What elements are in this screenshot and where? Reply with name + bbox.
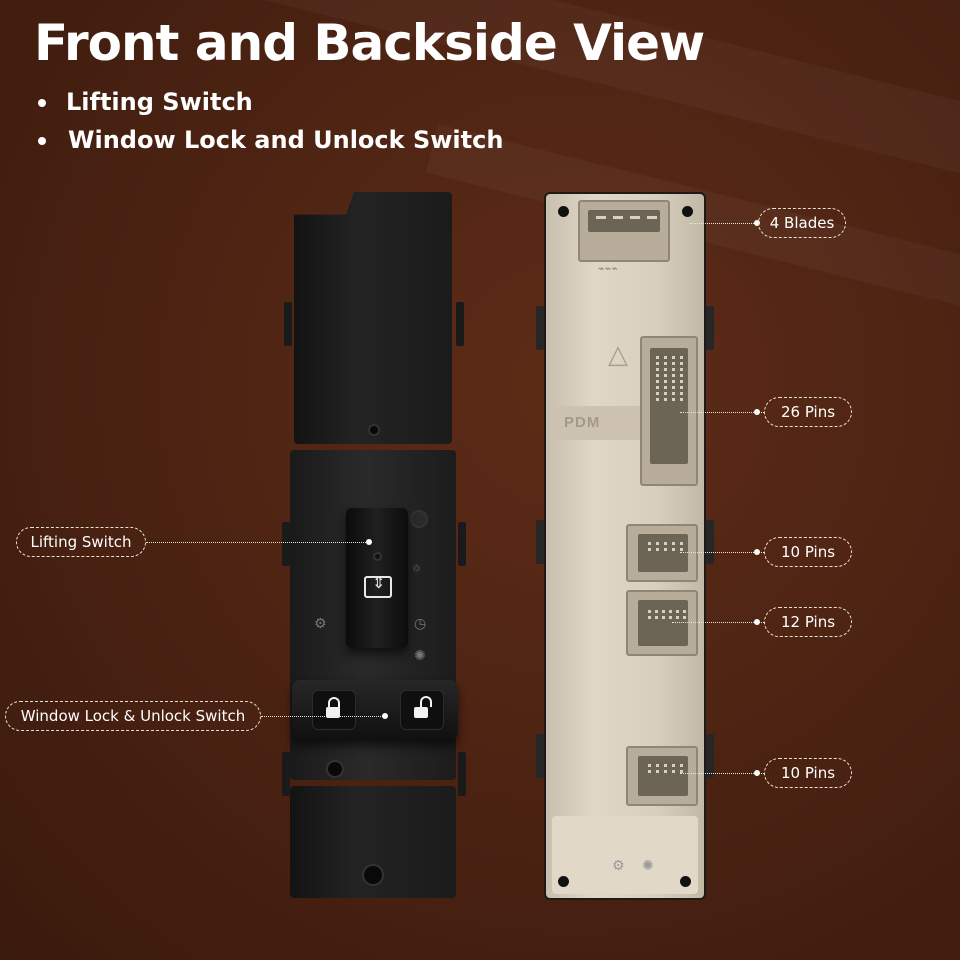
mount-tab <box>456 302 464 346</box>
lock-unlock-switch[interactable] <box>292 680 458 740</box>
callout-4-blades: 4 Blades <box>758 208 846 238</box>
back-housing: ⌁⌁⌁ △ PDM ⚙ ✺ <box>536 192 714 900</box>
lock-icon <box>324 697 344 721</box>
feature-item: Lifting Switch <box>38 86 503 124</box>
mount-tab <box>536 306 544 350</box>
unlock-icon <box>412 696 432 721</box>
connector-10-pins <box>626 746 698 806</box>
mount-tab <box>706 520 714 564</box>
connector-26-pins <box>640 336 698 486</box>
back-bottom-cover <box>552 816 698 894</box>
callout-dot <box>754 220 760 226</box>
callout-12-pins: 12 Pins <box>764 607 852 637</box>
mount-tab <box>458 522 466 566</box>
mount-tab <box>282 522 290 566</box>
callout-10-pins: 10 Pins <box>764 537 852 567</box>
callout-leader <box>680 552 764 553</box>
mount-tab <box>706 734 714 778</box>
feature-list: Lifting Switch Window Lock and Unlock Sw… <box>38 86 503 162</box>
connector-12-pins <box>626 590 698 656</box>
callout-10-pins: 10 Pins <box>764 758 852 788</box>
callout-dot <box>754 770 760 776</box>
indicator-dot <box>410 510 428 528</box>
lifting-switch[interactable] <box>346 508 408 648</box>
callout-leader <box>680 412 764 413</box>
mount-hole <box>682 206 693 217</box>
mount-tab <box>536 520 544 564</box>
mount-hole <box>558 206 569 217</box>
feature-item: Window Lock and Unlock Switch <box>38 124 503 162</box>
callout-leader <box>680 773 764 774</box>
callout-dot <box>366 539 372 545</box>
embossed-mark: ⌁⌁⌁ <box>598 262 618 275</box>
lock-button[interactable] <box>312 690 356 730</box>
mount-tab <box>284 302 292 346</box>
gear-icon: ⚙ <box>612 858 625 874</box>
callout-lock-switch: Window Lock & Unlock Switch <box>5 701 261 731</box>
recycle-icon: △ <box>608 340 628 370</box>
clock-icon: ◷ <box>414 616 427 632</box>
screw-hole <box>362 864 384 886</box>
gear-icon: ⚙ <box>314 616 327 632</box>
unlock-button[interactable] <box>400 690 444 730</box>
mount-hole <box>558 876 569 887</box>
front-switch-unit: ♲ ⚙ ◷ ✺ <box>282 192 466 904</box>
callout-dot <box>754 409 760 415</box>
date-wheel-icon: ✺ <box>414 648 426 664</box>
callout-leader <box>146 542 368 543</box>
front-top-cover <box>294 192 452 444</box>
switch-indicator <box>373 552 382 561</box>
mount-tab <box>458 752 466 796</box>
mount-tab <box>706 306 714 350</box>
mount-hole <box>680 876 691 887</box>
callout-leader <box>261 716 385 717</box>
connector-10-pins <box>626 524 698 582</box>
callout-26-pins: 26 Pins <box>764 397 852 427</box>
mount-tab <box>282 752 290 796</box>
callout-dot <box>754 549 760 555</box>
callout-lifting-switch: Lifting Switch <box>16 527 146 557</box>
callout-dot <box>754 619 760 625</box>
mount-tab <box>536 734 544 778</box>
callout-leader <box>690 223 758 224</box>
date-wheel-icon: ✺ <box>642 858 654 874</box>
recycle-icon: ♲ <box>412 564 421 575</box>
connector-4-blades <box>578 200 670 262</box>
page-title: Front and Backside View <box>34 14 705 72</box>
screw-hole <box>326 760 344 778</box>
window-up-down-icon <box>364 573 392 598</box>
callout-dot <box>382 713 388 719</box>
screw-hole <box>368 424 380 436</box>
callout-leader <box>672 622 764 623</box>
pdm-marking: PDM <box>554 406 640 440</box>
